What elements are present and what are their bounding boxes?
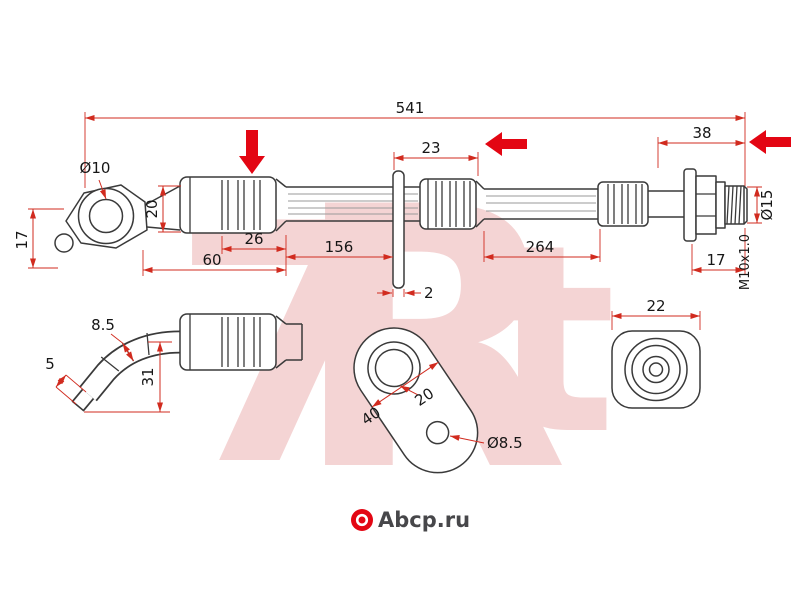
pointer-arrow-down-icon <box>239 130 265 174</box>
pointer-arrow-left-mid-icon <box>485 132 527 156</box>
end-hex-nut <box>695 175 717 235</box>
crimp-fitting-1 <box>179 176 287 234</box>
pointer-arrow-left-right-icon <box>749 130 791 154</box>
dim-bracket-thickness: 2 <box>424 284 434 302</box>
dim-mid-length: 156 <box>325 238 354 256</box>
fitting-end-view: 22 <box>611 297 701 409</box>
watermark-char-t: t <box>492 190 616 492</box>
end-washer <box>715 181 726 229</box>
banjo-eye-bore <box>88 198 124 234</box>
dim-plate-small-hole: Ø8.5 <box>487 434 523 452</box>
dim-elbow-tip: 5 <box>45 355 55 373</box>
dim-crimp-length: 26 <box>244 230 263 248</box>
elbow-view: 31 8.5 5 <box>45 313 303 413</box>
dim-right-offset: 38 <box>692 124 711 142</box>
dim-hose-od: 20 <box>143 199 161 218</box>
dim-banjo-bore: Ø10 <box>80 159 111 177</box>
banjo-fitting <box>54 184 181 253</box>
crimp-fitting-3 <box>597 181 649 227</box>
pointer-arrows <box>239 130 791 174</box>
dim-elbow-od: 8.5 <box>91 316 115 334</box>
dim-thread-spec: M10x1.0 <box>738 234 753 290</box>
brand-logo-ring-icon <box>355 513 369 527</box>
dim-end-od: Ø15 <box>758 190 776 221</box>
dim-hex-flats: 22 <box>646 297 665 315</box>
dim-banjo-width: 17 <box>13 230 31 249</box>
plate-small-hole <box>425 420 450 445</box>
dim-banjo-end-length: 60 <box>202 251 221 269</box>
banjo-lug <box>54 233 74 253</box>
brand-logo-icon <box>351 509 373 531</box>
dim-total-length: 541 <box>396 99 425 117</box>
main-dimensions: 541 38 23 Ø10 17 20 26 60 156 2 <box>13 99 776 302</box>
dim-bracket-offset: 23 <box>421 139 440 157</box>
end-flange <box>683 168 697 242</box>
dim-right-length: 264 <box>526 238 555 256</box>
mid-bracket <box>392 170 405 289</box>
threaded-end-fitting <box>683 168 748 242</box>
end-view-body <box>611 330 701 409</box>
crimp-fitting-2 <box>419 178 485 230</box>
dim-elbow-drop: 31 <box>139 367 157 386</box>
dim-end-length: 17 <box>706 251 725 269</box>
brand-name: Abcp.ru <box>378 508 470 532</box>
main-view <box>54 168 748 289</box>
footer-brand[interactable]: Abcp.ru <box>351 508 470 532</box>
